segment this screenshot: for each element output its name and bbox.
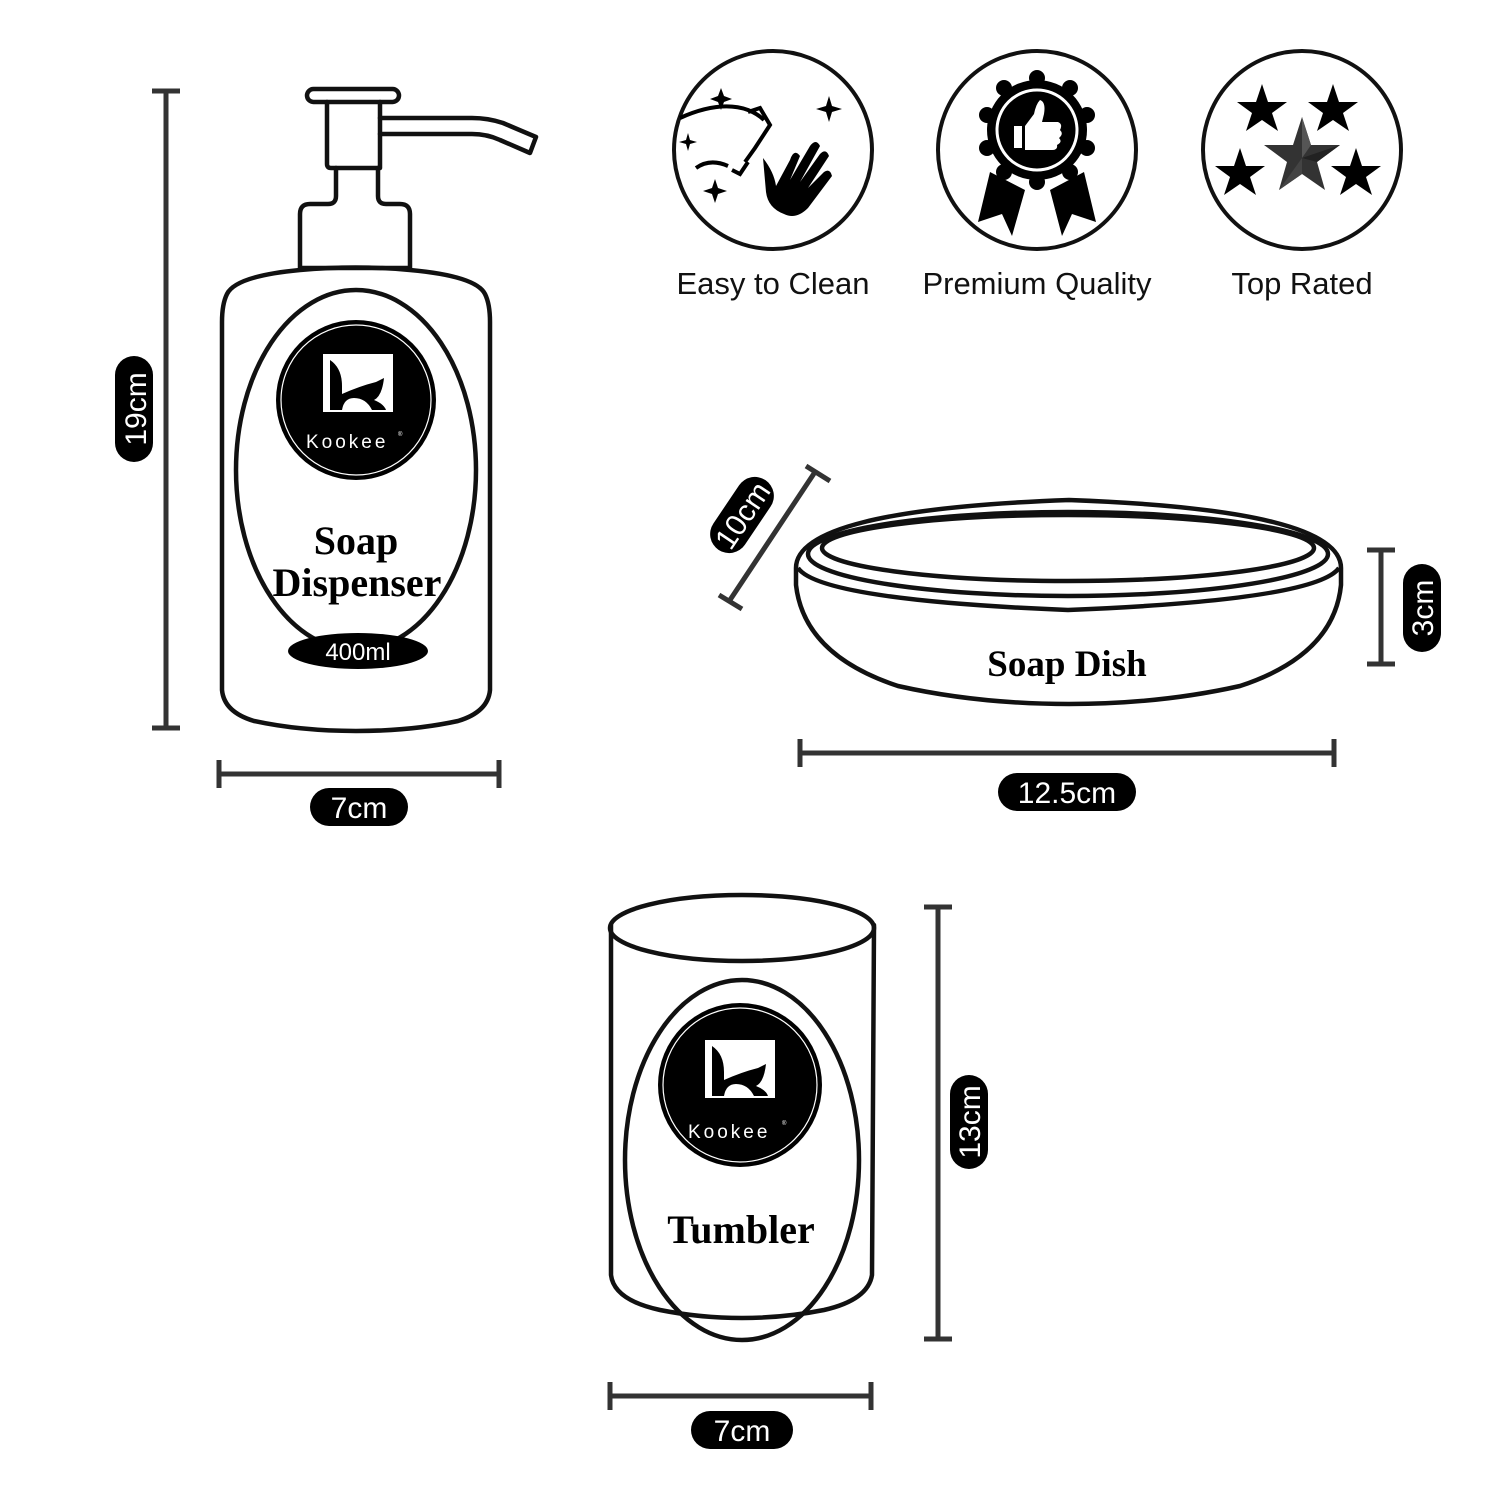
tumbler-label-oval [622,977,862,1343]
tumbler-height-label: 13cm [954,1085,987,1158]
pump-cap [304,86,402,105]
dispenser-width-label: 7cm [331,792,388,825]
dispenser-title-line1: Soap [314,518,399,563]
soap-dispenser: Kookee ® Soap Dispenser 400ml [219,86,539,734]
brand-name: Kookee [688,1122,770,1143]
capacity-badge [288,633,428,669]
dish-width-label: 12.5cm [1018,777,1116,810]
hand-wipe-sparkle-icon [679,88,842,216]
tumbler-title: Tumbler [667,1207,814,1252]
dish-height-dimension: 3cm [1367,547,1441,667]
tumbler-height-dimension: 13cm [924,904,988,1342]
tumbler-width-label: 7cm [714,1415,771,1448]
dish-body [793,497,1344,707]
dish-width-dimension: 12.5cm [797,739,1337,811]
kookee-logo: Kookee ® [276,320,436,480]
bottle-body [219,265,493,734]
feature-label: Easy to Clean [677,266,870,301]
capacity-value: 400ml [325,639,390,666]
bottle-neck [297,165,413,271]
dispenser-width-dimension: 7cm [216,760,502,826]
feature-label: Top Rated [1231,266,1372,301]
tumbler-rim [607,892,877,964]
feature-label: Premium Quality [922,266,1152,301]
feature-easy-to-clean: Easy to Clean [672,49,874,301]
pump-nozzle [377,115,539,156]
tumbler-body [608,922,877,1321]
dish-title: Soap Dish [987,644,1147,685]
feature-circle [936,49,1138,251]
registered-mark: ® [782,1120,789,1127]
dish-height-label: 3cm [1407,580,1440,637]
brand-name: Kookee [306,432,388,453]
dispenser-height-dimension: 19cm [115,88,180,731]
dispenser-height-label: 19cm [120,372,153,445]
dish-rim-front [796,566,1341,613]
pump-actuator [324,99,383,171]
dispenser-title-line2: Dispenser [273,560,442,605]
five-stars-icon [1215,84,1381,195]
registered-mark: ® [398,431,405,438]
soap-dish: Soap Dish [793,497,1344,707]
dish-depth-dimension: 10cm [709,463,832,612]
feature-circle [672,49,874,251]
award-ribbon-thumbs-up-icon [978,70,1096,236]
tumbler-width-dimension: 7cm [607,1382,874,1449]
dish-rim-outer [805,509,1331,599]
dish-rim-inner [819,512,1317,584]
feature-top-rated: Top Rated [1201,49,1403,301]
tumbler: Kookee ® Tumbler [607,892,877,1343]
feature-circle [1201,49,1403,251]
kookee-logo: Kookee ® [658,1003,822,1167]
feature-premium-quality: Premium Quality [922,49,1152,301]
